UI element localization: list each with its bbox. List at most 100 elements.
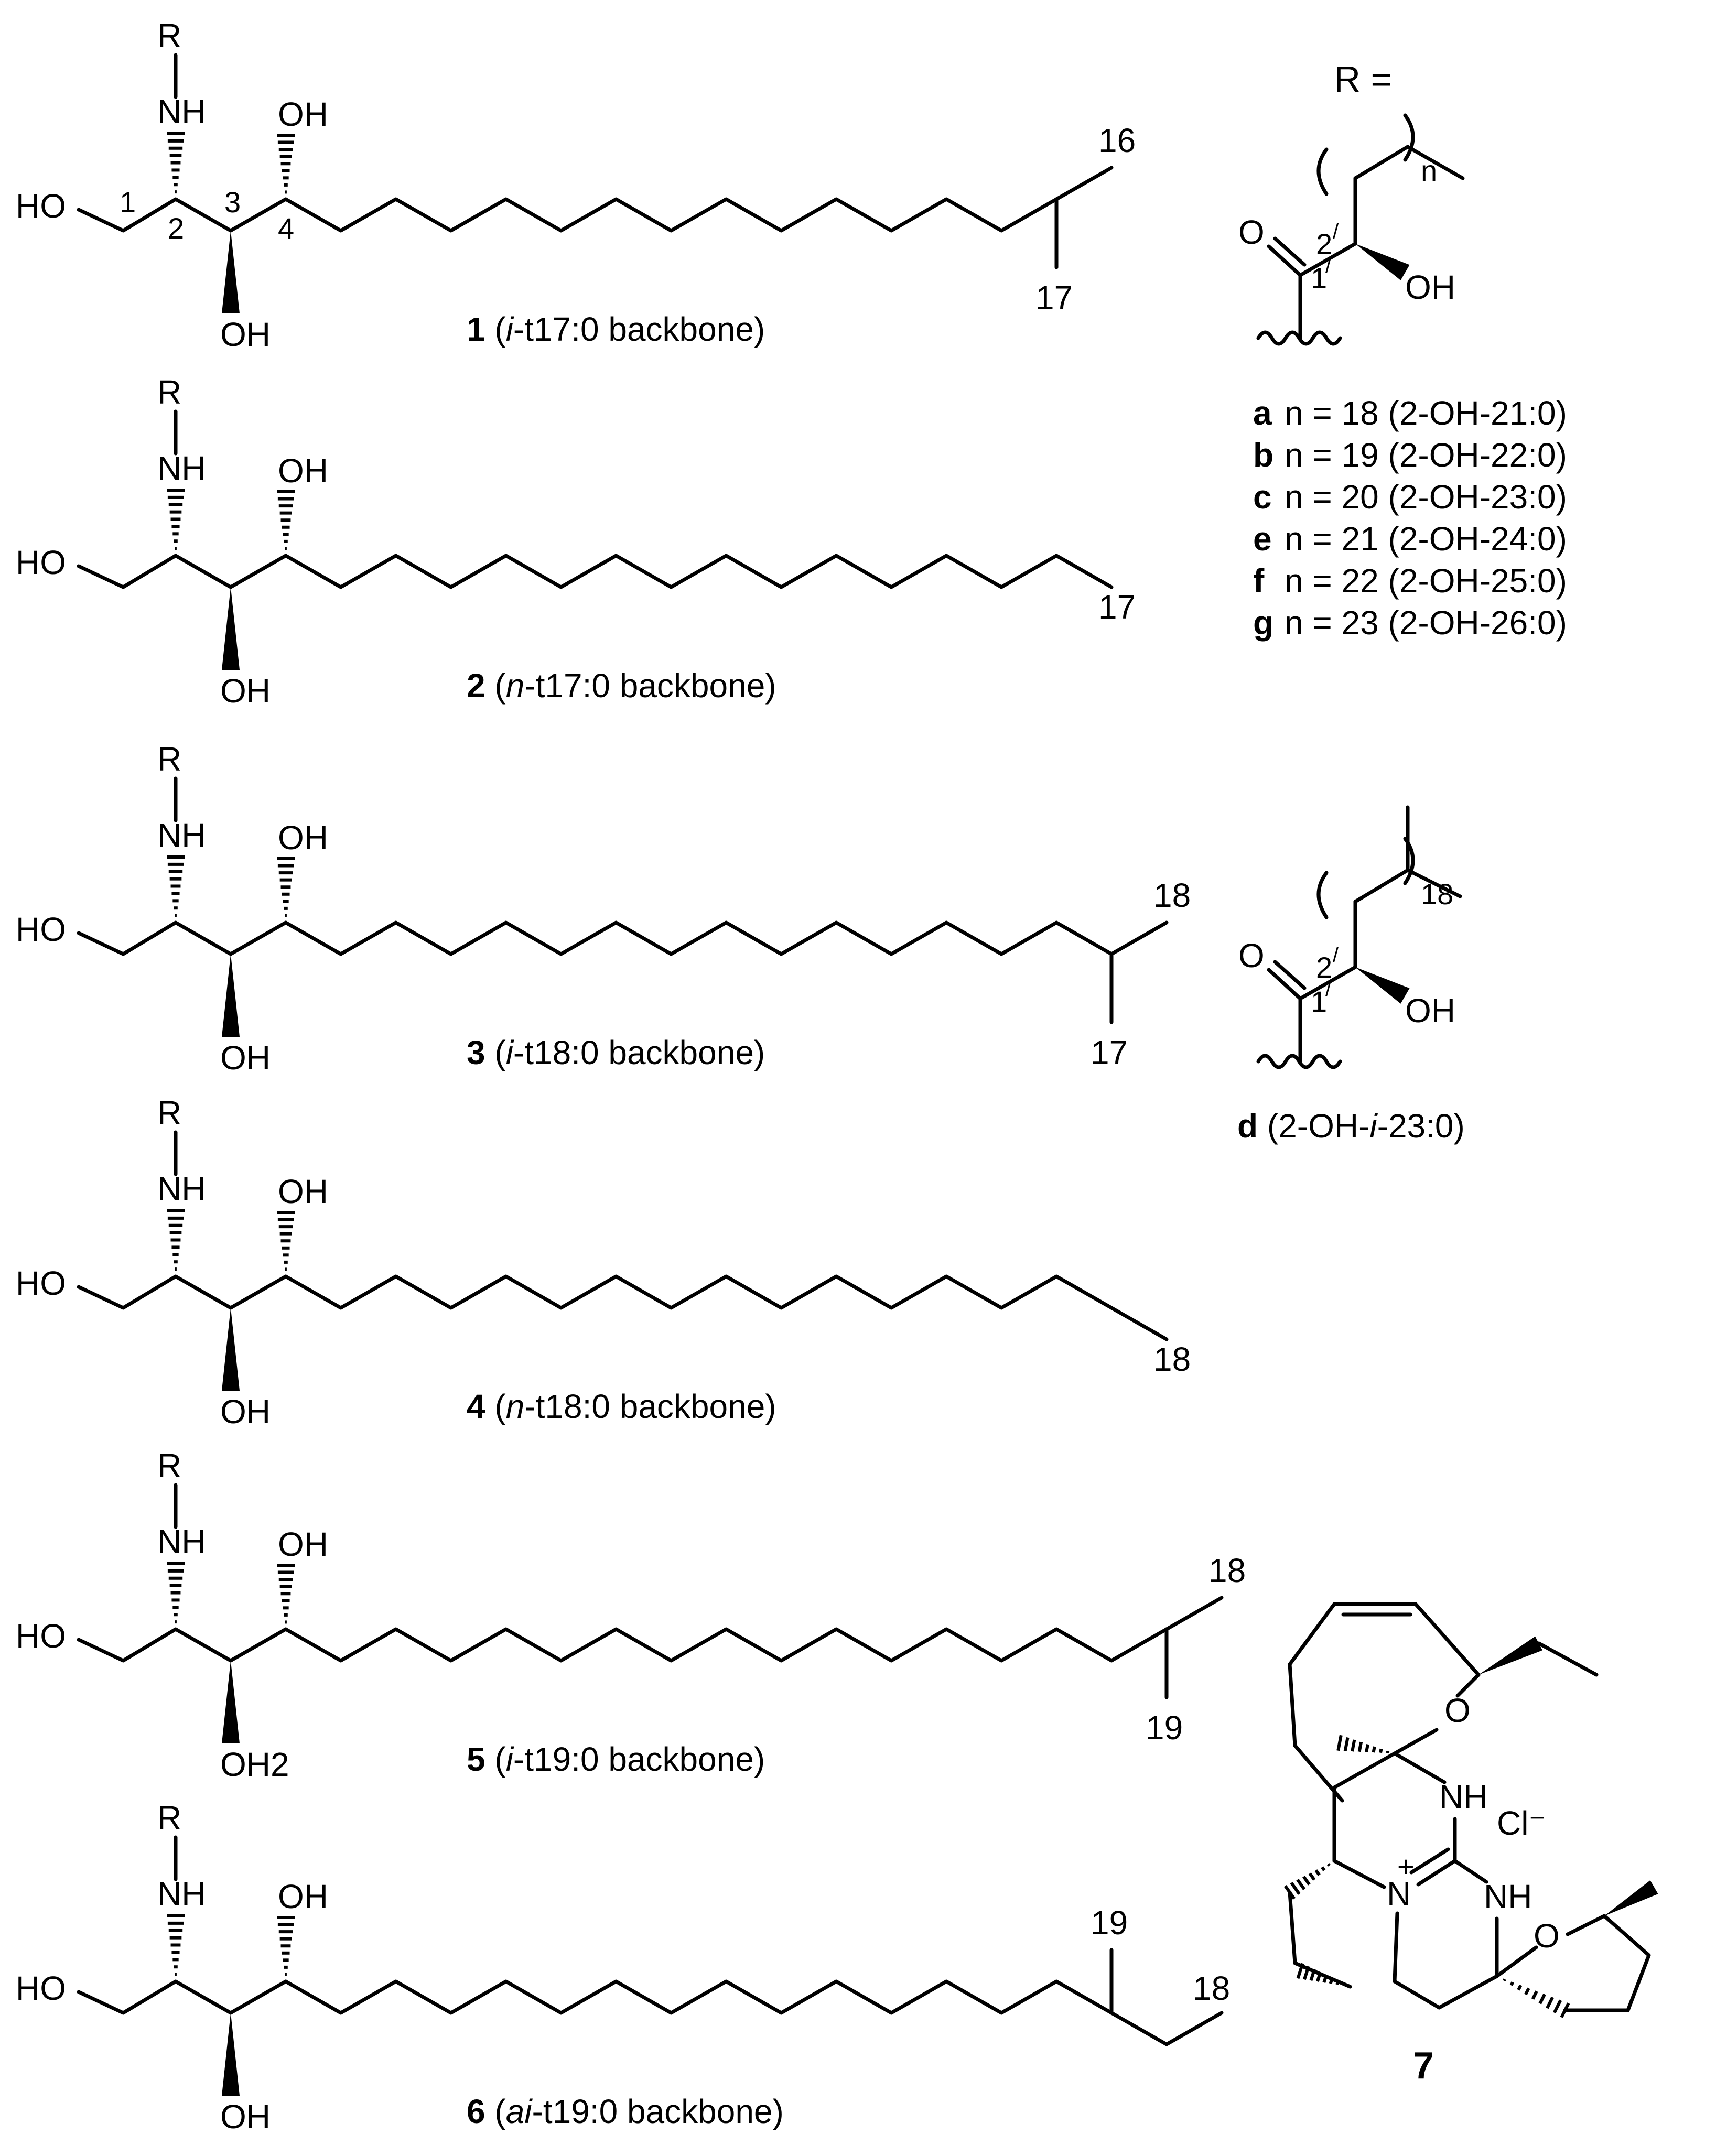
locant-2prime: 2 — [1316, 227, 1332, 261]
c3-oh-wedge — [222, 231, 240, 313]
nh-label: NH — [157, 1875, 206, 1913]
locant-1: 1 — [120, 186, 136, 219]
alkyl-chain — [284, 554, 1059, 589]
hash-stroke — [1309, 1968, 1316, 1981]
oh-label-c4: OH — [278, 1525, 328, 1563]
compound-number: 1 — [467, 310, 485, 348]
compound-number: 6 — [467, 2093, 485, 2130]
r-label: R — [157, 1447, 181, 1485]
carbonyl-oxygen: O — [1238, 213, 1265, 251]
prime-mark: / — [1325, 978, 1332, 1001]
attachment-squiggle — [1256, 330, 1342, 346]
entry-letter: e — [1253, 520, 1272, 558]
hash-stroke — [1517, 1984, 1523, 1991]
chain-bond — [1353, 868, 1410, 904]
spiro-ch2-bond — [1332, 1751, 1397, 1790]
entry-desc: n = 22 (2-OH-25:0) — [1285, 562, 1567, 600]
caption-open: ( — [494, 1740, 505, 1778]
oh-label-c4: OH — [278, 819, 328, 857]
terminal-number-lower: 17 — [1091, 1034, 1128, 1071]
backbone-head — [77, 920, 288, 956]
iso-methyl-1 — [1406, 868, 1462, 898]
spiro2-hash-bottom — [1503, 1978, 1570, 2018]
spiro2-o-bond — [1495, 1945, 1538, 1978]
compound-7-number: 7 — [1413, 2045, 1434, 2087]
ch2-spiro2-bond — [1437, 1974, 1499, 2010]
r-equals-label: R = — [1334, 59, 1393, 100]
caption-space — [485, 1034, 495, 1071]
nh-label: NH — [157, 1523, 206, 1561]
r-label: R — [157, 373, 181, 411]
alkyl-chain — [284, 1274, 1114, 1310]
caption-italic: i — [506, 310, 514, 348]
entry-letter: d — [1237, 1107, 1258, 1145]
ethyl-wedge — [1478, 1636, 1542, 1675]
oh-label-c3: OH — [220, 672, 271, 710]
locant-3: 3 — [224, 186, 241, 219]
caption-italic: i — [506, 1034, 514, 1071]
hash-stroke — [1336, 1735, 1343, 1751]
entry-desc: n = 19 (2-OH-22:0) — [1285, 436, 1567, 474]
terminal-number: 18 — [1153, 1340, 1191, 1378]
hash-stroke — [1351, 1739, 1356, 1752]
c2-nh-hash — [167, 132, 185, 194]
n-plus: N — [1387, 1875, 1411, 1913]
oh-label-c3: OH2 — [220, 1746, 289, 1783]
backbone-head — [77, 1979, 288, 2015]
prime-mark: / — [1333, 220, 1339, 243]
oh-label-c3: OH — [220, 1039, 271, 1077]
c3-oh-wedge — [222, 1661, 240, 1743]
entry-letter: a — [1253, 394, 1272, 432]
caption-rest: -t17:0 backbone) — [524, 667, 776, 705]
nh-top: NH — [1439, 1778, 1487, 1816]
caption-rest: -t19:0 backbone) — [513, 1740, 765, 1778]
caption-space — [1258, 1107, 1267, 1145]
c2-nh-hash — [167, 1562, 185, 1624]
hash-stroke — [1365, 1744, 1369, 1752]
hash-stroke — [1560, 2002, 1570, 2018]
entry-letter: f — [1253, 562, 1265, 600]
hash-stroke — [1296, 1963, 1304, 1979]
chain-bond — [1353, 145, 1410, 180]
o-ch-bond — [1566, 1914, 1606, 1936]
nh-label: NH — [157, 449, 206, 487]
hash-stroke — [1357, 1741, 1363, 1752]
compound-caption: 5 (i-t19:0 backbone) — [467, 1740, 765, 1778]
thp-ring-path — [1563, 1914, 1651, 2012]
o-ring-bond — [1455, 1673, 1481, 1698]
compound-caption: 4 (n-t18:0 backbone) — [467, 1388, 776, 1425]
locant-1prime: 1 — [1311, 985, 1327, 1018]
r-label: R — [157, 17, 181, 55]
caption-open: ( — [494, 2093, 505, 2130]
r-label: R — [157, 1799, 181, 1837]
hash-stroke — [1290, 1882, 1301, 1895]
caption-rest: -t18:0 backbone) — [513, 1034, 765, 1071]
caption-open: ( — [494, 667, 505, 705]
caption-open: ( — [494, 1388, 505, 1425]
caption-space — [485, 1388, 495, 1425]
compound-number: 4 — [467, 1388, 485, 1425]
terminal-number-lower: 19 — [1146, 1709, 1183, 1747]
ch-n-bond — [1332, 1859, 1386, 1889]
entry-d-caption: d (2-OH-i-23:0) — [1237, 1107, 1465, 1145]
hash-stroke — [1326, 1863, 1331, 1867]
iso-branch-upper — [1109, 920, 1169, 956]
oh-label-c4: OH — [278, 1173, 328, 1210]
locant-2prime: 2 — [1316, 951, 1332, 984]
plus-charge: + — [1397, 1850, 1415, 1883]
c4-oh-hash — [277, 857, 295, 917]
c4-oh-hash — [277, 1211, 295, 1271]
compound-caption: 3 (i-t18:0 backbone) — [467, 1034, 765, 1071]
c-o-double-1 — [1267, 968, 1302, 1001]
caption-rest: -t17:0 backbone) — [513, 310, 765, 348]
caption-space — [485, 2093, 495, 2130]
oxygen-top: O — [1444, 1692, 1471, 1729]
oh-label-c3: OH — [220, 2098, 271, 2136]
oh-label-c3: OH — [220, 316, 271, 353]
